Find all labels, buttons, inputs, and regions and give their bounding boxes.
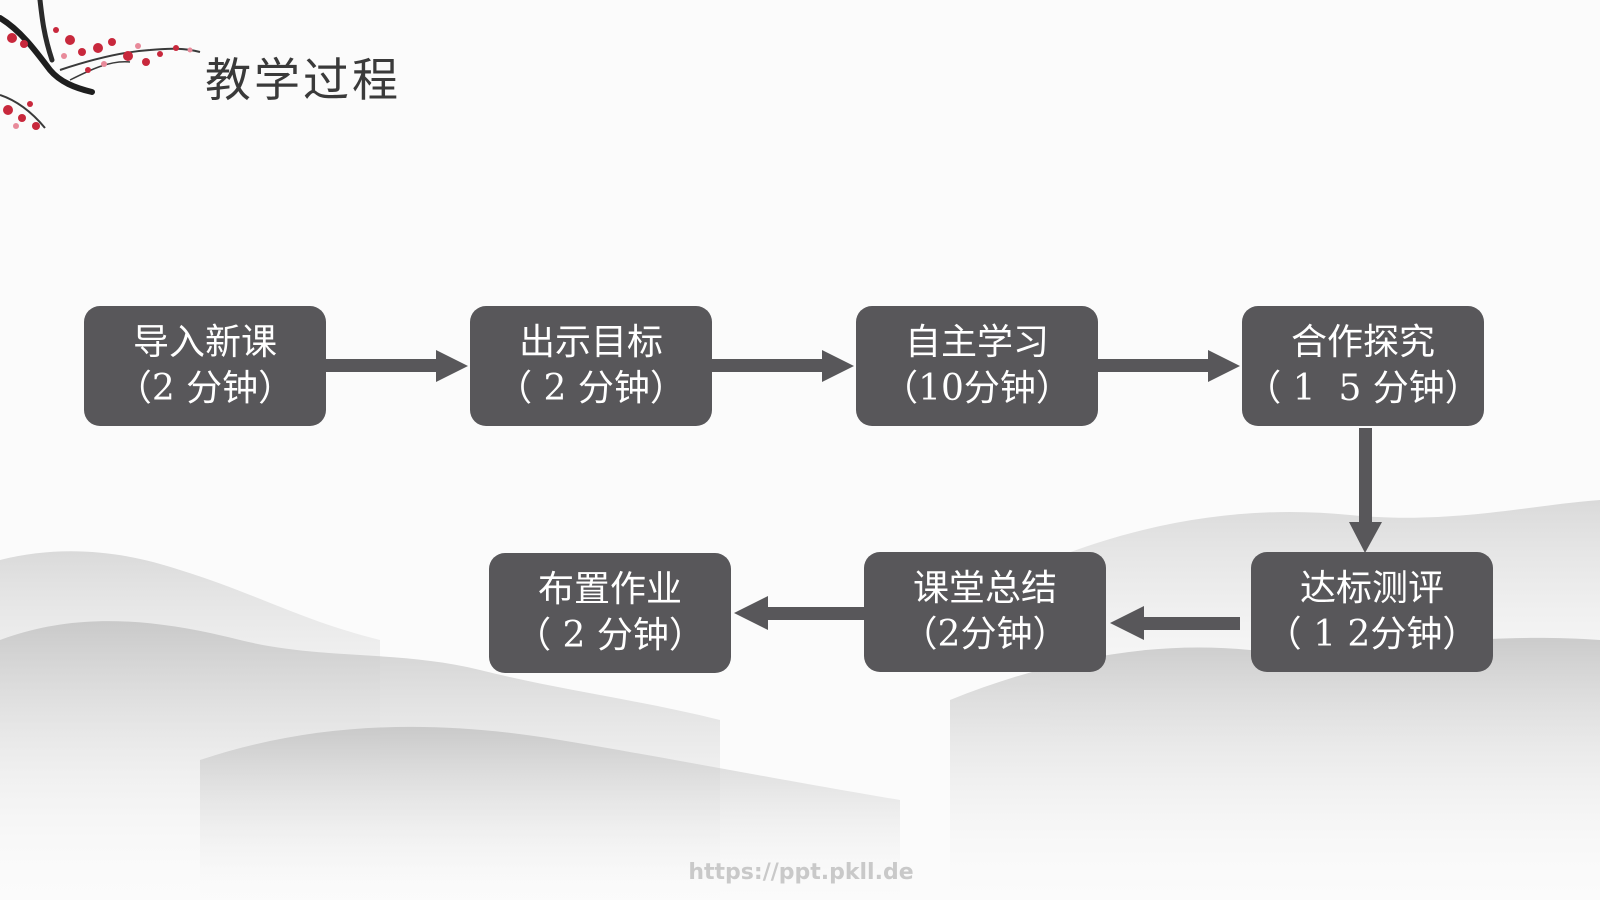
arrow-step2-to-step3 [712, 350, 854, 382]
arrow-step1-to-step2 [326, 350, 468, 382]
step-box-6: 课堂总结 （2分钟） [864, 552, 1106, 672]
step-duration: （2 分钟） [115, 368, 295, 409]
step-duration: （ 1 5 分钟） [1245, 368, 1481, 409]
step-name: 课堂总结 [912, 568, 1057, 609]
step-name: 合作探究 [1290, 322, 1435, 363]
arrow-step6-to-step7 [734, 596, 864, 630]
step-box-5: 达标测评 （ 1 2分钟） [1251, 552, 1493, 672]
step-duration: （10分钟） [882, 368, 1072, 409]
step-name: 布置作业 [537, 569, 682, 610]
step-box-4: 合作探究 （ 1 5 分钟） [1242, 306, 1484, 426]
step-duration: （2分钟） [901, 614, 1069, 655]
arrow-step3-to-step4 [1098, 350, 1240, 382]
step-duration: （ 1 2分钟） [1265, 614, 1479, 655]
step-name: 出示目标 [518, 322, 663, 363]
step-duration: （ 2 分钟） [515, 615, 705, 656]
watermark-url: https://ppt.pkll.de [688, 860, 914, 885]
step-box-1: 导入新课 （2 分钟） [84, 306, 326, 426]
plum-branch-decoration [0, 0, 201, 130]
step-name: 自主学习 [904, 322, 1049, 363]
step-name: 导入新课 [132, 322, 277, 363]
near-mountain [200, 726, 900, 900]
step-box-7: 布置作业 （ 2 分钟） [489, 553, 731, 673]
step-name: 达标测评 [1299, 568, 1444, 609]
arrow-step4-to-step5 [1349, 428, 1382, 553]
mid-mountain-right [950, 637, 1600, 900]
step-box-2: 出示目标 （ 2 分钟） [470, 306, 712, 426]
step-box-3: 自主学习 （10分钟） [856, 306, 1098, 426]
step-duration: （ 2 分钟） [496, 368, 686, 409]
arrow-step5-to-step6 [1110, 606, 1240, 640]
slide-title: 教学过程 [205, 53, 401, 107]
